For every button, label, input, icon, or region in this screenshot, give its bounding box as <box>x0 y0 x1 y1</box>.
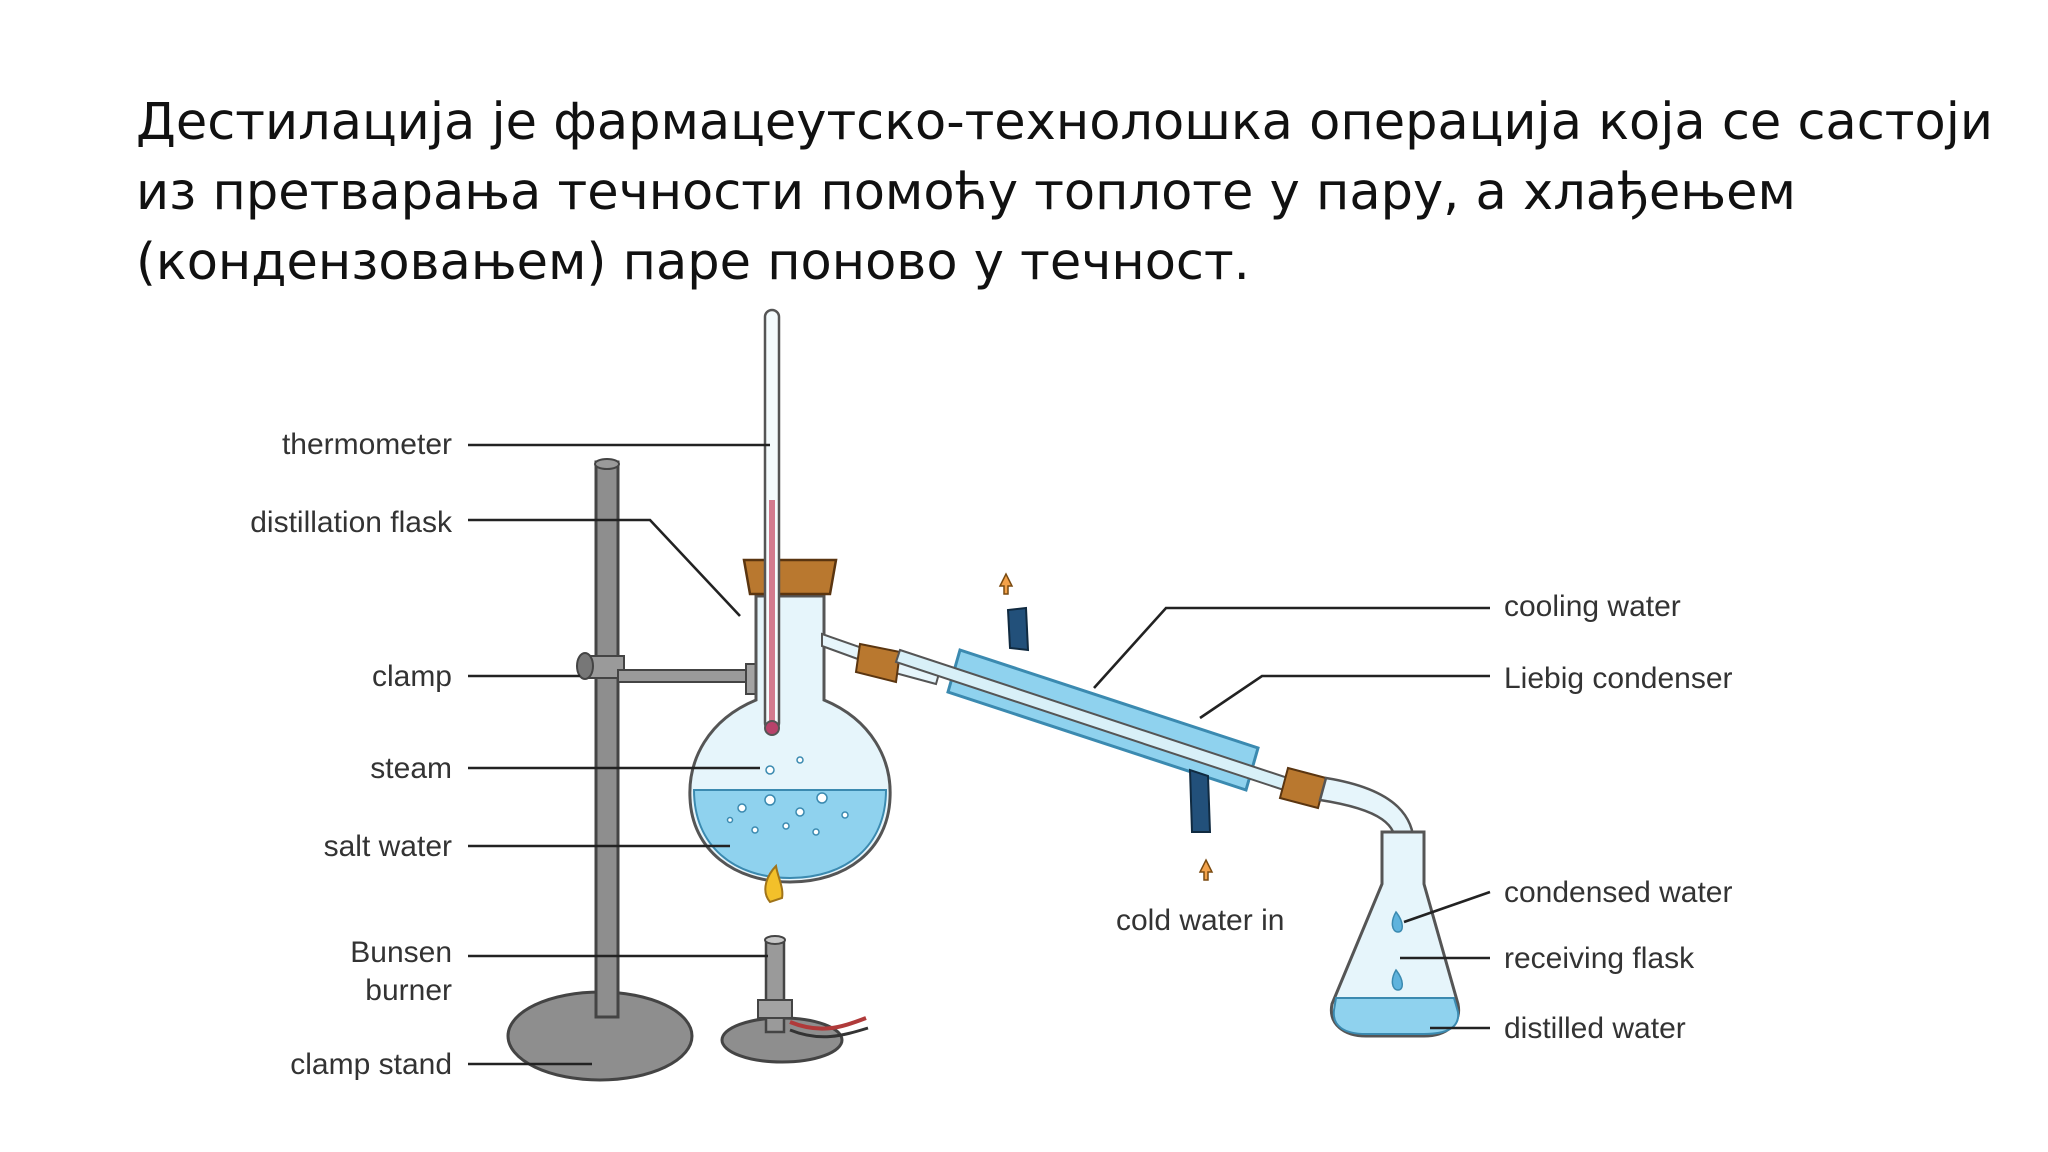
text-line-1: Дестилација је фармацеутско-технолошка о… <box>136 93 1994 152</box>
label-liebig-condenser: Liebig condenser <box>1504 662 1733 695</box>
label-bunsen-line2: burner <box>365 974 452 1007</box>
label-distillation-flask: distillation flask <box>250 506 453 539</box>
liebig-condenser <box>894 572 1328 881</box>
thermometer <box>763 308 781 736</box>
label-salt-water: salt water <box>324 830 452 863</box>
label-cooling-water: cooling water <box>1504 590 1681 623</box>
label-thermometer: thermometer <box>282 428 452 461</box>
bunsen-burner <box>720 863 869 1064</box>
label-clamp-stand: clamp stand <box>290 1048 452 1081</box>
label-receiving-flask: receiving flask <box>1504 942 1695 975</box>
label-distilled-water: distilled water <box>1504 1012 1686 1045</box>
text-line-3: (кондензовањем) паре поново у течност. <box>136 233 1250 292</box>
clamp-stand <box>506 458 694 1082</box>
label-condensed-water: condensed water <box>1504 876 1733 909</box>
distillation-flask <box>688 558 892 884</box>
label-clamp: clamp <box>372 660 452 693</box>
label-bunsen-line1: Bunsen <box>350 936 452 969</box>
leader-lines <box>468 443 1491 1066</box>
connecting-tube <box>854 642 942 686</box>
diagram-labels: thermometer distillation flask clamp ste… <box>250 428 1732 1081</box>
label-steam: steam <box>370 752 452 785</box>
text-line-2: из претварања течности помоћу топлоте у … <box>136 163 1796 222</box>
receiving-flask <box>1329 830 1461 1038</box>
slide-text: Дестилација је фармацеутско-технолошка о… <box>136 88 1994 298</box>
label-cold-water-in: cold water in <box>1116 904 1284 937</box>
